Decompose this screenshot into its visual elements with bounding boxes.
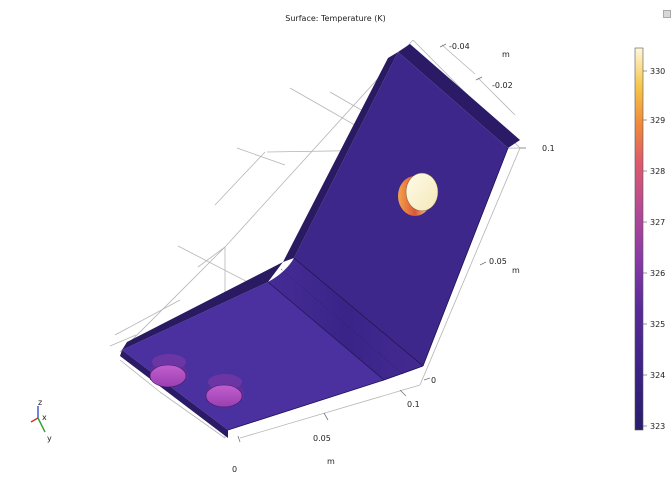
colorbar-tick-label: 325 — [650, 320, 665, 329]
vertical-plate-side — [283, 52, 398, 262]
colorbar-tick-label: 324 — [650, 371, 665, 380]
y-unit-label: m — [502, 50, 510, 59]
colorbar-tick-label: 326 — [650, 269, 665, 278]
colorbar-tick-label: 327 — [650, 218, 665, 227]
x-tick-label: 0 — [232, 465, 237, 474]
z-tick-label: 0.05 — [489, 257, 507, 266]
triad-y-label: y — [47, 434, 52, 443]
y-tick-label: -0.04 — [449, 42, 470, 51]
bolt-hot[interactable] — [398, 172, 439, 216]
plot-title: Surface: Temperature (K) — [285, 14, 386, 23]
triad-z-label: z — [38, 398, 42, 407]
toolbar-corner-icon[interactable] — [663, 10, 671, 18]
colorbar-tick-label: 328 — [650, 167, 665, 176]
axis-triad: z x y — [30, 398, 52, 443]
vertical-plate-top-edge — [398, 44, 520, 148]
horizontal-plate-back-edge — [122, 262, 283, 350]
triad-x-axis — [30, 417, 39, 423]
vertical-plate-face — [294, 52, 508, 366]
colorbar-tick-label: 323 — [650, 422, 665, 431]
colorbar-tick-label: 329 — [650, 116, 665, 125]
z-unit-label: m — [512, 266, 520, 275]
horizontal-plate-face — [122, 282, 384, 430]
horizontal-plate-front-edge — [120, 350, 228, 438]
bend-face — [268, 258, 423, 380]
z-tick-label: 0 — [431, 376, 436, 385]
x-unit-label: m — [327, 457, 335, 466]
triad-y-axis — [37, 417, 46, 433]
colorbar: 330 329 328 327 326 325 324 323 — [634, 47, 665, 431]
x-tick-label: 0.1 — [407, 400, 420, 409]
axis-labels: -0.04 m -0.02 0.1 0.05 m 0 0.1 0.05 m 0 — [232, 42, 555, 474]
colorbar-tick-label: 330 — [650, 67, 665, 76]
x-tick-label: 0.05 — [313, 434, 331, 443]
z-tick-label: 0.1 — [542, 144, 555, 153]
bolt-right[interactable] — [205, 374, 244, 408]
tick-marks — [237, 43, 526, 443]
y-tick-label: -0.02 — [492, 81, 513, 90]
bolt-left[interactable] — [149, 354, 188, 388]
bracket-part[interactable] — [120, 44, 520, 438]
triad-x-label: x — [42, 413, 47, 422]
